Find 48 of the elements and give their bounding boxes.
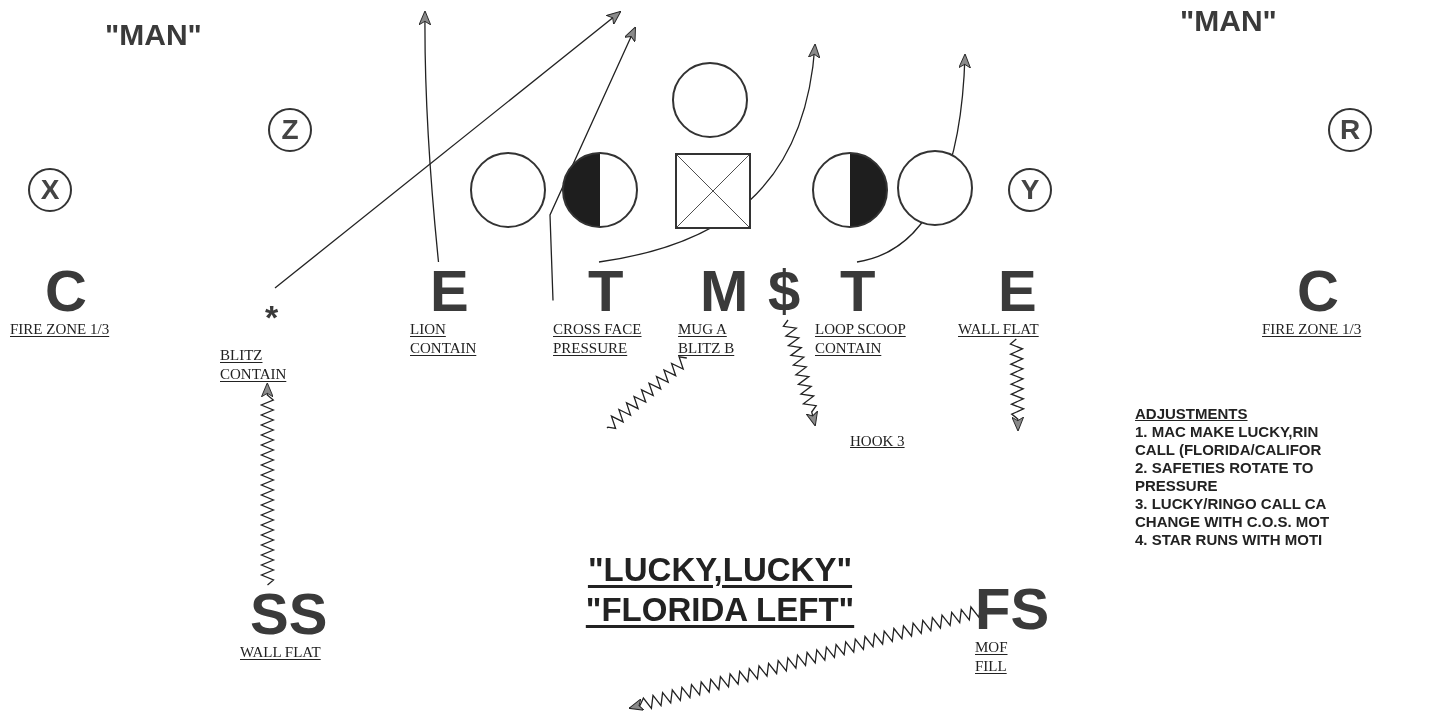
assignment-label: WALL FLAT	[240, 643, 322, 662]
assignment-label: BLITZ CONTAIN	[220, 346, 288, 384]
assignment-label: WALL FLAT	[958, 320, 1040, 339]
notes-heading: ADJUSTMENTS	[1135, 405, 1248, 422]
route-arrow	[274, 10, 622, 289]
defender-letter: E	[430, 262, 469, 320]
assignment-label: MUG A BLITZ B	[678, 320, 736, 358]
defender-letter: C	[45, 262, 87, 320]
note-line: 1. MAC MAKE LUCKY,RIN	[1135, 423, 1319, 440]
defender-letter: SS	[250, 585, 328, 643]
defender-letter: E	[998, 262, 1037, 320]
offense-player-circle	[1328, 108, 1372, 152]
assignment-label: FIRE ZONE 1/3	[1262, 320, 1363, 339]
route-arrow	[549, 26, 636, 302]
assignment-label: LOOP SCOOP CONTAIN	[815, 320, 907, 358]
defender-letter: FS	[975, 580, 1050, 638]
coverage-call: "MAN"	[105, 18, 202, 52]
player-letter: Y	[1020, 176, 1040, 204]
zigzag-route-arrow	[259, 382, 276, 586]
note-line: 4. STAR RUNS WITH MOTI	[1135, 531, 1323, 548]
defender-letter: T	[588, 262, 624, 320]
defender-letter: C	[1297, 262, 1339, 320]
assignment-label: FIRE ZONE 1/3	[10, 320, 111, 339]
zone-label: HOOK 3	[850, 433, 905, 450]
assignment-label: MOF FILL	[975, 638, 1009, 676]
defender-letter: M	[700, 262, 749, 320]
note-line: 2. SAFETIES ROTATE TO	[1135, 459, 1314, 476]
assignment-label: LION CONTAIN	[410, 320, 478, 358]
defender-letter: $	[768, 262, 801, 320]
player-letter: X	[40, 176, 60, 204]
offense-player-circle	[28, 168, 72, 212]
center-box	[675, 153, 751, 229]
play-title: "LUCKY,LUCKY" "FLORIDA LEFT"	[584, 550, 856, 630]
defender-letter: *	[265, 297, 279, 338]
note-line: CHANGE WITH C.O.S. MOT	[1135, 513, 1330, 530]
note-line: PRESSURE	[1135, 477, 1218, 494]
assignment-label: CROSS FACE PRESSURE	[553, 320, 643, 358]
player-letter: Z	[281, 116, 299, 144]
player-letter: R	[1339, 116, 1361, 144]
offense-player-circle	[268, 108, 312, 152]
coverage-call: "MAN"	[1180, 4, 1277, 38]
note-line: 3. LUCKY/RINGO CALL CA	[1135, 495, 1327, 512]
offense-player-circle	[1008, 168, 1052, 212]
zigzag-route-arrow	[1008, 338, 1026, 432]
route-arrow	[418, 10, 440, 263]
zigzag-route-arrow	[782, 319, 818, 427]
defender-letter: T	[840, 262, 876, 320]
note-line: CALL (FLORIDA/CALIFOR	[1135, 441, 1322, 458]
